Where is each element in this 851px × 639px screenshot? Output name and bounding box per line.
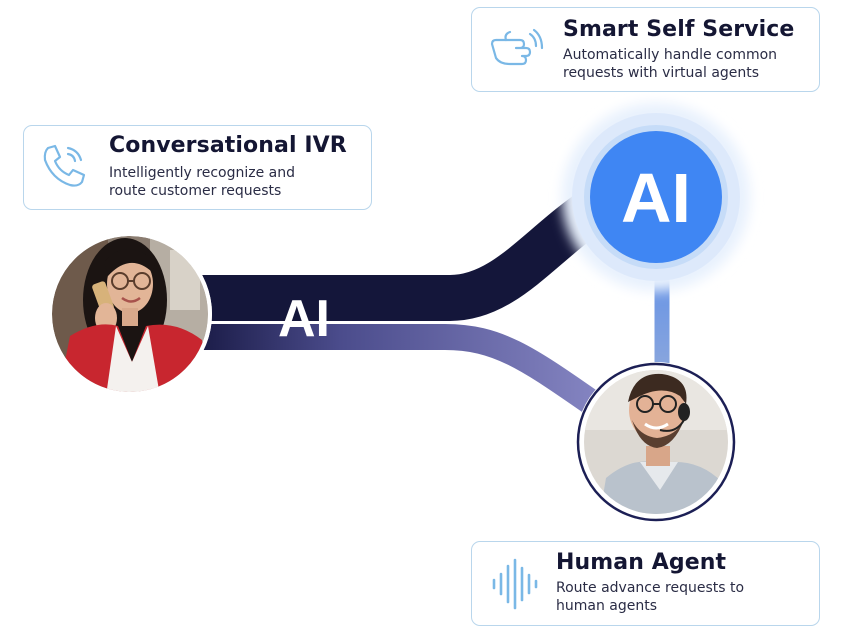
ai-hub: AI [562, 103, 750, 291]
card-description: Route advance requests to human agents [556, 579, 744, 615]
card-description: Automatically handle common requests wit… [563, 46, 777, 82]
conversational-ivr-card: Conversational IVR Intelligently recogni… [23, 125, 372, 210]
hub-ai-label: AI [621, 159, 691, 237]
smart-self-service-card: Smart Self Service Automatically handle … [471, 7, 820, 92]
card-title: Human Agent [556, 550, 727, 575]
hand-pointer-icon [490, 28, 544, 66]
card-desc-line: route customer requests [109, 183, 282, 199]
card-desc-line: Automatically handle common [563, 47, 778, 63]
customer-avatar [48, 232, 212, 396]
card-title: Smart Self Service [563, 17, 795, 42]
card-desc-line: requests with virtual agents [563, 65, 760, 81]
trunk-to-ai-hub [190, 188, 609, 321]
sound-wave-icon [492, 558, 538, 610]
trunk-ai-label: AI [278, 290, 330, 348]
card-desc-line: Intelligently recognize and [109, 165, 295, 181]
human-agent-card: Human Agent Route advance requests to hu… [471, 541, 820, 626]
card-desc-line: human agents [556, 598, 658, 614]
card-description: Intelligently recognize and route custom… [109, 164, 295, 200]
phone-call-icon [43, 144, 86, 187]
card-title: Conversational IVR [109, 133, 347, 158]
agent-avatar [576, 362, 736, 522]
card-desc-line: Route advance requests to [556, 580, 745, 596]
branch-to-agent [190, 324, 613, 423]
